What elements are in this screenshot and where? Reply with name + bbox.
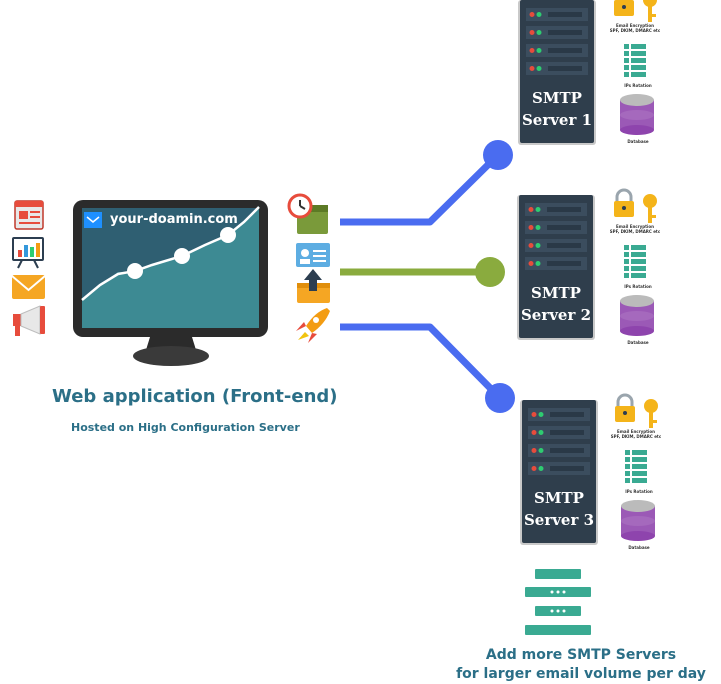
chart-point [127,263,143,279]
email-icon [84,212,102,228]
newspaper-icon [14,200,44,230]
chart-point [220,227,236,243]
ip-rotation-label: IPs Rotation [624,83,652,88]
presentation-chart-icon [12,237,44,269]
encryption-label: Email Encryption [615,23,654,28]
chart-point [174,248,190,264]
smtp-server-3 [520,400,598,545]
server-list-icon [624,245,646,278]
connector-server-2 [340,257,505,287]
encryption-detail: SPF, DKIM, DMARC etc [609,28,661,33]
ip-rotation-label: IPs Rotation [625,489,653,494]
ip-rotation-label: IPs Rotation [624,284,652,289]
database-label: Database [627,340,649,345]
smtp-server-1 [518,0,596,145]
lock-key-icon [614,0,657,22]
envelope-icon [11,275,46,299]
encryption-label: Email Encryption [615,224,654,229]
database-label: Database [627,139,649,144]
smtp-line-2: Server 1 [521,111,593,129]
clock-calendar-icon [287,193,328,234]
encryption-label: Email Encryption [616,429,655,434]
server-stack-icon [525,569,591,635]
database-icon [620,295,654,336]
server-list-icon [624,44,646,77]
encryption-detail: SPF, DKIM, DMARC etc [609,229,661,234]
app-subtitle: Hosted on High Configuration Server [71,421,300,434]
database-label: Database [628,545,650,550]
smtp-line-1: SMTP [531,284,581,302]
footer-line-1: Add more SMTP Servers [485,647,677,663]
footer-note: Add more SMTP Servers for larger email v… [456,646,706,684]
database-icon [620,94,654,135]
monitor [73,200,268,366]
contact-card-icon [296,243,330,267]
smtp-line-1: SMTP [534,489,584,507]
lock-key-icon [614,188,657,223]
upload-box-icon [297,269,330,303]
server-list-icon [625,450,647,483]
smtp-server-2 [517,195,595,340]
smtp-line-2: Server 3 [523,511,595,529]
smtp-line-1: SMTP [532,89,582,107]
lock-key-icon [615,393,658,428]
smtp-line-2: Server 2 [520,306,592,324]
domain-label: your-doamin.com [110,212,238,227]
app-title: Web application (Front-end) [52,386,338,407]
megaphone-icon [13,305,45,336]
encryption-detail: SPF, DKIM, DMARC etc [610,434,662,439]
monitor-stand [133,346,209,366]
connector-server-3 [340,323,515,413]
connector-server-1 [340,140,513,226]
rocket-icon [296,308,330,343]
database-icon [621,500,655,541]
